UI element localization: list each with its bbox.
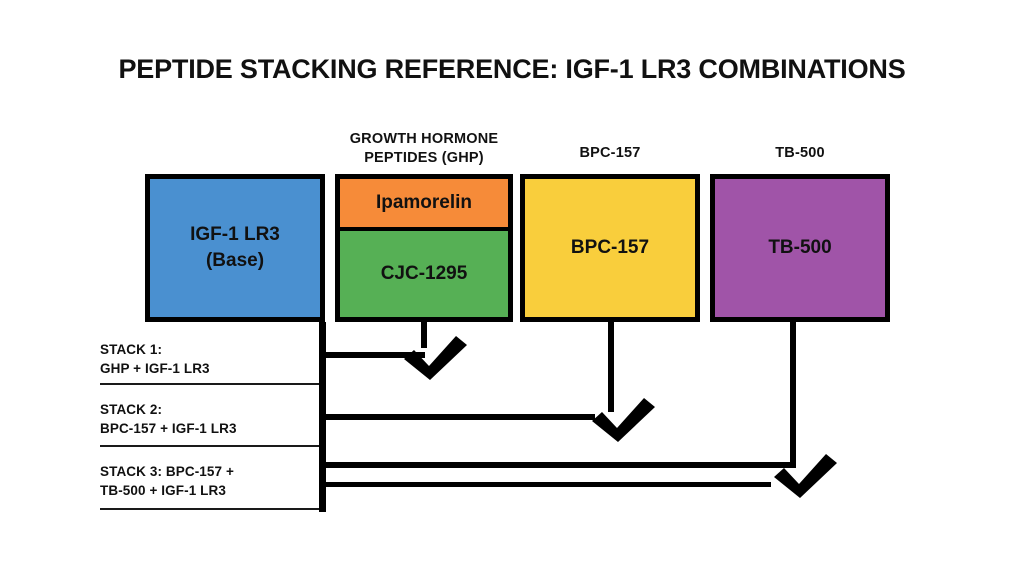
connector-bpc157-drop	[608, 322, 614, 412]
column-header-tb500: TB-500	[775, 145, 825, 161]
column-header-ghp: GROWTH HORMONE PEPTIDES (GHP)	[335, 130, 513, 168]
box-igf1-lr3-line1: IGF-1 LR3	[190, 224, 280, 245]
checkmark-stack2	[588, 396, 658, 449]
stack-label-3: STACK 3: BPC-157 + TB-500 + IGF-1 LR3	[100, 462, 234, 500]
box-ipamorelin[interactable]: Ipamorelin	[335, 174, 513, 230]
stack-label-1-line2: GHP + IGF-1 LR3	[100, 361, 210, 376]
box-bpc157[interactable]: BPC-157	[520, 174, 700, 322]
connector-bus-igf1	[319, 322, 326, 512]
checkmark-stack3	[770, 452, 840, 505]
box-igf1-lr3-label: IGF-1 LR3 (Base)	[184, 222, 286, 274]
stack-separator-3	[100, 508, 326, 510]
stack-separator-1	[100, 383, 326, 385]
page-title: PEPTIDE STACKING REFERENCE: IGF-1 LR3 CO…	[118, 54, 906, 84]
box-cjc-1295-label: CJC-1295	[380, 263, 468, 284]
box-igf1-lr3-line2: (Base)	[205, 250, 265, 271]
stack-label-1: STACK 1: GHP + IGF-1 LR3	[100, 340, 210, 378]
connector-ghp-drop	[421, 322, 427, 348]
connector-tb500-drop	[790, 322, 796, 465]
box-tb500[interactable]: TB-500	[710, 174, 890, 322]
stack-label-2-line1: STACK 2:	[100, 402, 163, 417]
column-header-ghp-line2: PEPTIDES (GHP)	[364, 150, 484, 166]
connector-stack3-horizontal-upper	[325, 462, 796, 468]
column-header-bpc157: BPC-157	[579, 145, 641, 161]
stack-label-2: STACK 2: BPC-157 + IGF-1 LR3	[100, 400, 237, 438]
checkmark-stack1	[400, 334, 470, 387]
box-cjc-1295[interactable]: CJC-1295	[335, 228, 513, 322]
stack-separator-2	[100, 445, 326, 447]
column-header-ghp-line1: GROWTH HORMONE	[349, 131, 499, 147]
connector-stack2-horizontal	[325, 414, 595, 420]
box-tb500-label: TB-500	[768, 237, 832, 258]
stack-label-3-line2: TB-500 + IGF-1 LR3	[100, 483, 226, 498]
box-bpc157-label: BPC-157	[570, 237, 650, 258]
stack-label-1-line1: STACK 1:	[100, 342, 163, 357]
connector-stack1-horizontal	[325, 352, 425, 358]
stack-label-2-line2: BPC-157 + IGF-1 LR3	[100, 421, 237, 436]
box-igf1-lr3[interactable]: IGF-1 LR3 (Base)	[145, 174, 325, 322]
connector-stack3-horizontal-lower	[325, 482, 771, 487]
box-ipamorelin-label: Ipamorelin	[375, 192, 473, 213]
stack-label-3-line1: STACK 3: BPC-157 +	[100, 464, 234, 479]
